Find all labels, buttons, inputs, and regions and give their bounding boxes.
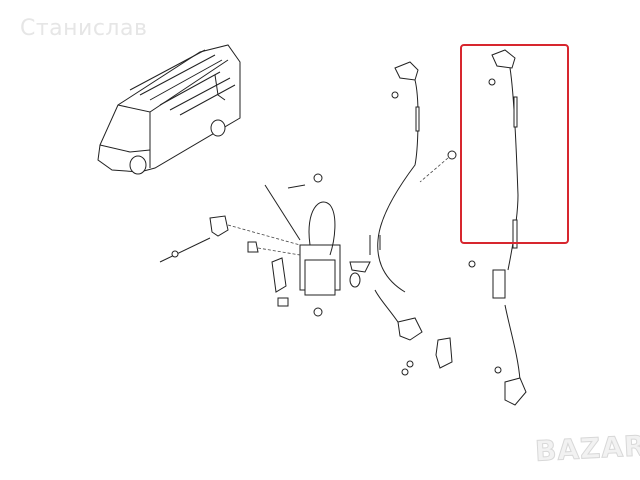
upper-latch-highlighted [488,49,519,271]
door-lock-assembly [159,173,381,317]
bazar-logo: BAZAR [534,429,640,469]
van-illustration [97,44,241,175]
upper-latch-left [377,61,457,293]
highlight-box [460,44,569,244]
lower-latch-right [468,260,527,406]
lower-latch-left [374,289,453,376]
watermark-text: Станислав [20,16,148,41]
